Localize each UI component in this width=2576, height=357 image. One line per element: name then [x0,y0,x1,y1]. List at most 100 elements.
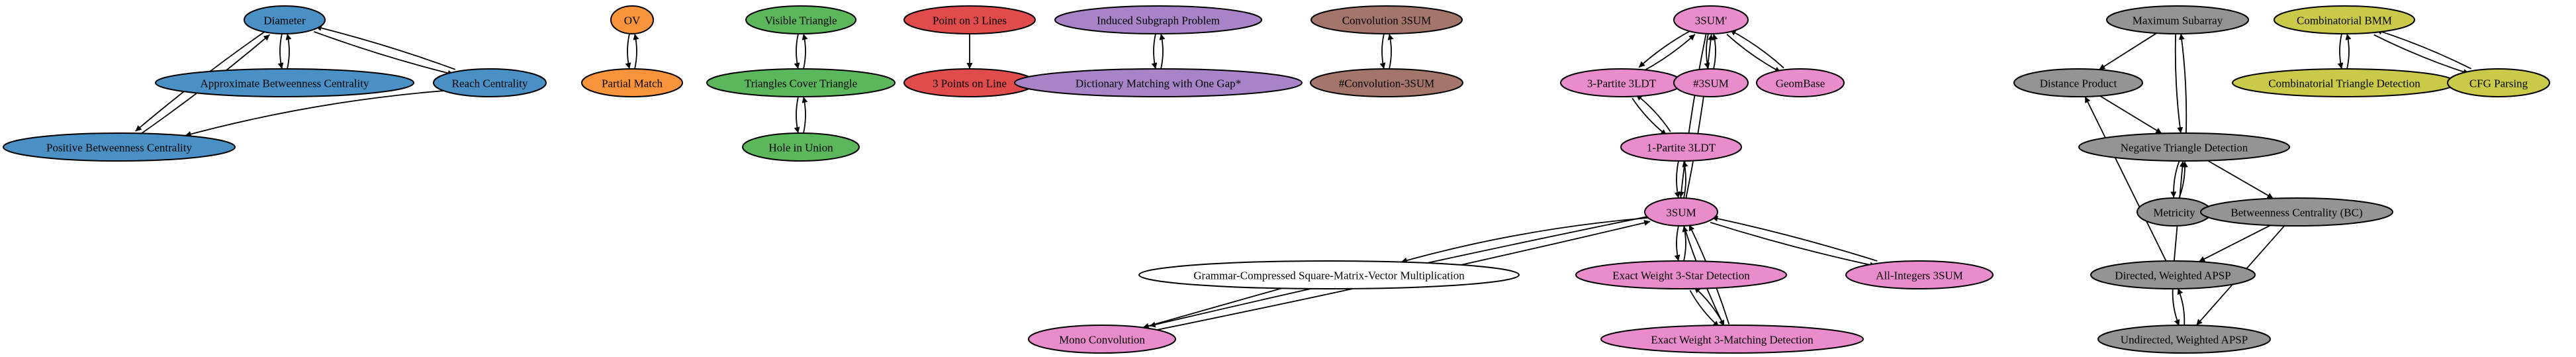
edge-maxsub-to-negtri [2174,34,2184,134]
node-label: #3SUM [1693,77,1729,90]
node-label: 3SUM [1666,207,1696,219]
node-tri-cover[interactable]: Triangles Cover Triangle [706,68,896,97]
edge-diameter-to-approx_bc [277,33,284,70]
node-label: Convolution 3SUM [1342,15,1432,27]
node-label: Betweenness Centrality (BC) [2231,207,2362,219]
node-sharp3sum[interactable]: #3SUM [1673,68,1749,97]
node-label: Exact Weight 3-Star Detection [1612,270,1750,282]
node-ellipse [2013,68,2143,97]
edge-tri_cover-to-visible [802,33,808,70]
node-ellipse [1756,68,1845,97]
node-geombase[interactable]: GeomBase [1756,68,1845,97]
edge-tri_cover-to-hole [794,96,800,134]
node-ellipse [2078,132,2290,162]
node-combbmm[interactable]: Combinatorial BMM [2274,5,2415,34]
edge-dict-to-induced [1159,33,1166,70]
node-undirapsp[interactable]: Undirected, Weighted APSP [2097,325,2271,354]
edge-sum3-to-ew3star [1674,225,1680,262]
edge-dirapsp-to-distprod [2084,96,2167,262]
node-diameter[interactable]: Diameter [244,5,326,34]
node-three-points[interactable]: 3 Points on Line [903,68,1036,97]
edge-ldt1p-to-sum3 [1674,160,1680,199]
node-allint[interactable]: All-Integers 3SUM [1845,260,1994,289]
node-ellipse [903,5,1036,34]
node-label: Grammar-Compressed Square-Matrix-Vector … [1193,270,1465,282]
edge-reach-to-diameter [315,25,456,70]
edge-partial-to-ov [633,33,639,70]
node-sum3[interactable]: 3SUM [1644,197,1718,227]
edge-cfg-to-combbmm [2375,28,2472,70]
edge-sharp3sum-to-sum3p [1712,33,1718,70]
node-ellipse [581,68,683,97]
node-ellipse [2106,5,2249,34]
node-dict[interactable]: Dictionary Matching with One Gap* [1014,68,1303,97]
node-ellipse [1845,260,1994,289]
edge-ldt3p-to-ldt1p [1632,97,1667,136]
node-ellipse [1311,5,1463,34]
node-label: Directed, Weighted APSP [2115,270,2231,282]
edge-ldt1p-to-ldt3p [1635,94,1671,132]
edge-negtri-to-maxsub [2178,33,2187,133]
node-label: Dictionary Matching with One Gap* [1076,77,1241,90]
node-point3[interactable]: Point on 3 Lines [903,5,1036,34]
node-negtri[interactable]: Negative Triangle Detection [2078,132,2290,162]
edge-ldt3p-to-sum3p [1641,34,1696,73]
node-cfg[interactable]: CFG Parsing [2447,68,2550,97]
node-sum3p[interactable]: 3SUM' [1673,5,1749,34]
node-combtri[interactable]: Combinatorial Triangle Detection [2232,68,2457,97]
node-distprod[interactable]: Distance Product [2013,68,2143,97]
node-ldt3p[interactable]: 3-Partite 3LDT [1560,68,1683,97]
edge-sum3p-to-sum3 [1678,33,1707,198]
node-ellipse [742,132,860,162]
node-label: Visible Triangle [764,15,837,27]
node-metricity[interactable]: Metricity [2137,197,2212,227]
node-ellipse [2097,325,2271,354]
node-conv3sum[interactable]: Convolution 3SUM [1311,5,1463,34]
node-ellipse [610,5,654,34]
node-bc[interactable]: Betweenness Centrality (BC) [2200,197,2393,227]
node-pos-bc[interactable]: Positive Betweenness Centrality [3,132,236,162]
edge-approx_bc-to-diameter [285,33,292,70]
node-ellipse [1138,260,1520,289]
node-ellipse [2200,197,2393,227]
node-dirapsp[interactable]: Directed, Weighted APSP [2090,260,2256,289]
node-ellipse [745,5,856,34]
node-maxsub[interactable]: Maximum Subarray [2106,5,2249,34]
edge-sum3p-to-geombase [1726,34,1781,73]
node-label: OV [624,15,641,27]
node-label: Reach Centrality [452,77,528,90]
node-ov[interactable]: OV [610,5,654,34]
node-sharp-conv[interactable]: #Convolution-3SUM [1310,68,1463,97]
node-label: 3-Partite 3LDT [1587,77,1657,90]
node-induced[interactable]: Induced Subgraph Problem [1054,5,1262,34]
node-approx-bc[interactable]: Approximate Betweenness Centrality [155,68,414,97]
node-visible[interactable]: Visible Triangle [745,5,856,34]
node-ellipse [3,132,236,162]
edge-ew3star-to-ew3match [1689,289,1720,328]
node-gcsmv[interactable]: Grammar-Compressed Square-Matrix-Vector … [1138,260,1520,289]
node-label: Metricity [2153,207,2195,219]
node-label: GeomBase [1776,77,1825,90]
node-label: #Convolution-3SUM [1339,77,1435,90]
node-partial[interactable]: Partial Match [581,68,683,97]
node-ew3match[interactable]: Exact Weight 3-Matching Detection [1600,325,1864,354]
node-hole[interactable]: Hole in Union [742,132,860,162]
node-ellipse [1673,5,1749,34]
node-reach[interactable]: Reach Centrality [433,68,547,97]
node-ellipse [244,5,326,34]
edge-hole-to-tri_cover [802,96,808,134]
edge-geombase-to-sum3p [1729,29,1784,69]
node-ldt1p[interactable]: 1-Partite 3LDT [1620,132,1742,162]
node-ellipse [2274,5,2415,34]
node-ellipse [1014,68,1303,97]
node-ew3star[interactable]: Exact Weight 3-Star Detection [1575,260,1787,289]
node-label: Approximate Betweenness Centrality [201,77,369,90]
node-label: Induced Subgraph Problem [1097,15,1220,27]
node-ellipse [155,68,414,97]
node-ellipse [1028,325,1176,354]
edge-sum3p-to-ldt3p [1638,29,1692,68]
edge-sum3-to-ldt1p [1682,160,1688,199]
node-monoconv[interactable]: Mono Convolution [1028,325,1176,354]
